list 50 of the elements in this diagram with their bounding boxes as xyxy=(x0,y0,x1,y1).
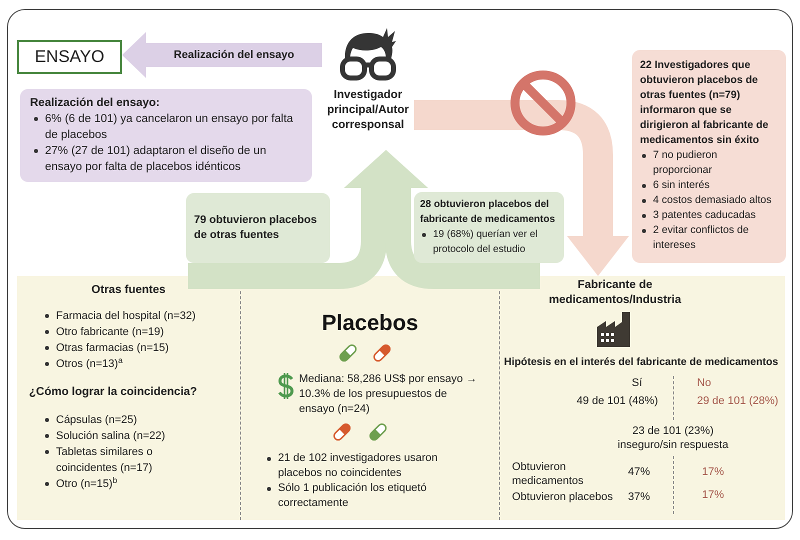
body-text: Mediana: 58,286 US$ por ensayo → 10.3% de los presupuestos de ensayo (n=24) xyxy=(299,372,478,417)
note-box xyxy=(632,50,786,263)
column-panel xyxy=(17,276,240,520)
value: 17% xyxy=(702,465,724,479)
heading: Realización del ensayo: xyxy=(30,96,161,111)
value: 17% xyxy=(702,488,724,502)
list-item: Sólo 1 publicación los etiquetó correctamente xyxy=(278,481,428,511)
list-item: 21 de 102 investigadores usaron placebos no coincidentes xyxy=(278,451,439,481)
role-label: Investigador principal/Autor corresponsal xyxy=(326,88,410,133)
list-item: Cápsulas (n=25) xyxy=(56,413,138,428)
title-box xyxy=(17,40,122,74)
value: 29 de 101 (28%) xyxy=(697,394,778,408)
note-box xyxy=(186,193,330,263)
row-label: Obtuvieron placebos xyxy=(512,490,613,504)
list-item: 7 no pudieron proporcionar xyxy=(653,148,718,178)
value: 37% xyxy=(628,490,650,504)
list-item: 2 evitar conflictos de intereses xyxy=(653,223,750,253)
heading: 22 Investigadores que obtuvieron placebos de otras fuentes (n=79) informaron que se dirigieron al fabricante de medicamentos sin éxito xyxy=(640,58,770,148)
value: 23 de 101 (23%) inseguro/sin respuesta xyxy=(616,424,730,452)
column-header: No xyxy=(697,376,712,390)
value: 47% xyxy=(628,465,650,479)
list-item: Otras farmacias (n=15) xyxy=(56,341,169,356)
title: Placebos xyxy=(322,310,418,336)
list-item: 3 patentes caducadas xyxy=(653,208,756,223)
note-box xyxy=(20,89,312,182)
heading: ¿Cómo lograr la coincidencia? xyxy=(28,385,198,400)
note-text: 79 obtuvieron placebos de otras fuentes xyxy=(194,213,318,243)
column-panel xyxy=(500,276,785,520)
list-item: Tabletas similares o coincidentes (n=17) xyxy=(56,445,154,476)
list-item: Farmacia del hospital (n=32) xyxy=(56,309,196,324)
list-item: 6 sin interés xyxy=(653,178,710,193)
subheading: Hipótesis en el interés del fabricante de medicamentos xyxy=(504,355,778,369)
list-item: 4 costos demasiado altos xyxy=(653,193,772,208)
value: 49 de 101 (48%) xyxy=(576,394,658,408)
list-item: 6% (6 de 101) ya cancelaron un ensayo por falta de placebos xyxy=(45,112,294,143)
list-item: Solución salina (n=22) xyxy=(56,429,166,444)
list-item: Otros (n=13)$^{a}$ xyxy=(56,356,123,372)
heading: Otras fuentes xyxy=(90,283,167,298)
arrow xyxy=(344,150,540,289)
list-item: 27% (27 de 101) adaptaron el diseño de un ensayo por falta de placebos idénticos xyxy=(45,144,268,175)
list-item: 19 (68%) querían ver el protocolo del estudio xyxy=(433,228,539,257)
column-panel xyxy=(240,276,500,520)
heading: Fabricante de medicamentos/Industria xyxy=(548,278,682,308)
column-header: Sí xyxy=(630,376,644,390)
row-label: Obtuvieron medicamentos xyxy=(512,460,585,488)
heading: 28 obtuvieron placebos del fabricante de medicamentos xyxy=(420,198,556,227)
list-item: Otro (n=15)$^{b}$ xyxy=(56,476,118,492)
list-item: Otro fabricante (n=19) xyxy=(56,325,164,340)
title: ENSAYO xyxy=(34,47,104,67)
note-box xyxy=(414,192,564,263)
